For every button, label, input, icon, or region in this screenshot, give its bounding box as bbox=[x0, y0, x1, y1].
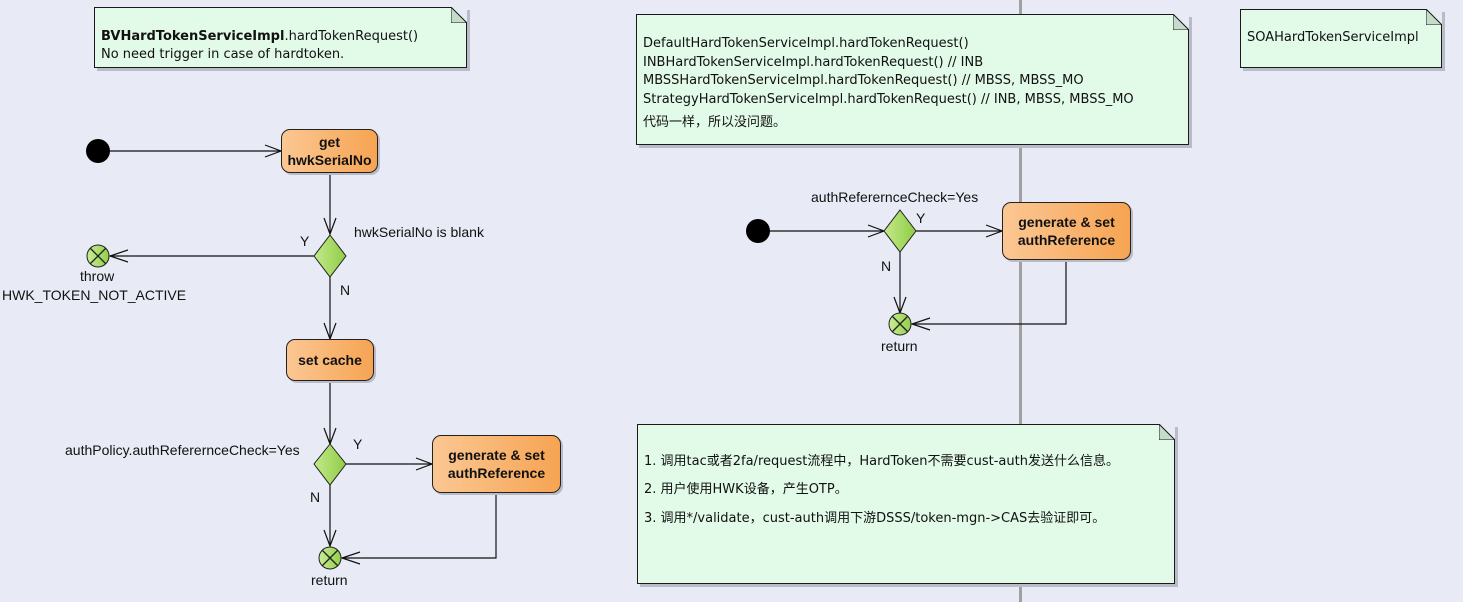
return-left-label: return bbox=[311, 572, 348, 588]
decision-auth-left-no-label: N bbox=[310, 489, 321, 505]
decision-serial-yes-label: Y bbox=[300, 233, 310, 249]
decision-auth-check-left[interactable] bbox=[313, 443, 347, 486]
decision-auth-check-left-label: authPolicy.authReferernceCheck=Yes bbox=[65, 442, 300, 458]
arrowhead bbox=[323, 217, 337, 236]
throw-label: throw bbox=[80, 268, 115, 284]
action-label: set cache bbox=[298, 352, 362, 368]
throw-error-label: HWK_TOKEN_NOT_ACTIVE bbox=[2, 287, 187, 303]
final-node-return-right bbox=[888, 312, 912, 336]
note-fold-icon bbox=[1426, 9, 1442, 25]
note-soa-text: SOAHardTokenServiceImpl bbox=[1247, 30, 1419, 45]
decision-serial-no-label: N bbox=[340, 282, 351, 298]
note-bv-line1: BVHardTokenServiceImpl.hardTokenRequest(… bbox=[101, 29, 418, 44]
note-steps: 1. 调用tac或者2fa/request流程中，HardToken不需要cus… bbox=[637, 424, 1175, 584]
final-node-throw bbox=[86, 244, 110, 268]
arrowhead bbox=[108, 249, 129, 263]
note-line: MBSSHardTokenServiceImpl.hardTokenReques… bbox=[643, 73, 1084, 88]
note-line: 代码一样，所以没问题。 bbox=[643, 115, 787, 130]
arrowhead bbox=[340, 551, 361, 565]
return-right-label: return bbox=[881, 338, 918, 354]
action-label: get hwkSerialNo bbox=[287, 134, 372, 168]
decision-serial-blank[interactable] bbox=[313, 234, 347, 278]
action-label: generate & set authReference bbox=[1017, 214, 1116, 248]
action-label: generate & set authReference bbox=[447, 447, 546, 481]
decision-auth-left-yes-label: Y bbox=[353, 436, 363, 452]
class-name: BVHardTokenServiceImpl bbox=[101, 29, 285, 44]
note-line: StrategyHardTokenServiceImpl.hardTokenRe… bbox=[643, 92, 1134, 107]
action-generate-auth-reference-left[interactable]: generate & set authReference bbox=[432, 435, 561, 493]
note-fold-icon bbox=[1159, 424, 1175, 440]
note-step-1: 1. 调用tac或者2fa/request流程中，HardToken不需要cus… bbox=[644, 454, 1119, 469]
decision-serial-blank-label: hwkSerialNo is blank bbox=[354, 224, 484, 240]
method-name: .hardTokenRequest() bbox=[284, 29, 419, 44]
note-line: DefaultHardTokenServiceImpl.hardTokenReq… bbox=[643, 36, 969, 51]
note-bv-impl: BVHardTokenServiceImpl.hardTokenRequest(… bbox=[94, 7, 467, 68]
decision-auth-right-yes-label: Y bbox=[916, 210, 926, 226]
arrowhead bbox=[323, 529, 337, 548]
note-fold-icon bbox=[451, 7, 467, 23]
arrowhead bbox=[910, 317, 931, 331]
note-default-impls: DefaultHardTokenServiceImpl.hardTokenReq… bbox=[636, 14, 1189, 145]
note-soa-impl: SOAHardTokenServiceImpl bbox=[1240, 9, 1442, 68]
final-node-return-left bbox=[318, 546, 342, 570]
edge-generate2-to-return2 bbox=[912, 260, 1067, 325]
initial-node-right bbox=[746, 219, 770, 243]
note-line: INBHardTokenServiceImpl.hardTokenRequest… bbox=[643, 55, 984, 70]
action-get-hwk-serial[interactable]: get hwkSerialNo bbox=[281, 129, 378, 173]
initial-node-left bbox=[86, 139, 110, 163]
action-set-cache[interactable]: set cache bbox=[286, 339, 374, 381]
decision-auth-check-right-label: authReferernceCheck=Yes bbox=[811, 189, 979, 205]
edge-generate-to-return bbox=[342, 493, 497, 559]
decision-auth-right-no-label: N bbox=[881, 258, 892, 274]
note-step-2: 2. 用户使用HWK设备，产生OTP。 bbox=[644, 482, 848, 497]
swimlane-divider bbox=[1019, 0, 1022, 602]
note-fold-icon bbox=[1173, 14, 1189, 30]
note-step-3: 3. 调用*/validate，cust-auth调用下游DSSS/token-… bbox=[644, 511, 1106, 526]
action-generate-auth-reference-right[interactable]: generate & set authReference bbox=[1002, 202, 1131, 260]
decision-auth-check-right[interactable] bbox=[883, 209, 917, 253]
note-bv-line2: No need trigger in case of hardtoken. bbox=[101, 47, 345, 62]
